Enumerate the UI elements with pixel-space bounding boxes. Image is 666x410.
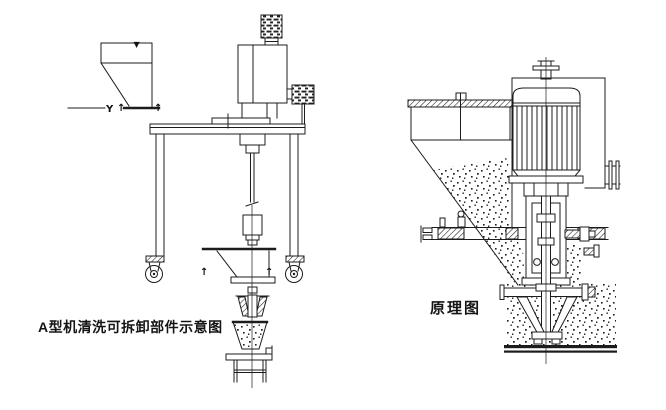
flow-up-arrow-icon: ↑ [154, 103, 162, 114]
base-plate [504, 345, 617, 353]
left-figure: ▼ Y ↑ ↑ [67, 14, 315, 388]
motor-enclosure [511, 77, 621, 228]
spindle-shaft [239, 133, 266, 246]
down-pointer-icon: ▼ [134, 40, 141, 49]
hopper-section [407, 92, 519, 286]
funnel-part: ↑ ↑ [200, 247, 277, 284]
cooling-fins [516, 105, 578, 171]
knurled-top-knob [260, 14, 283, 39]
side-bolt [564, 226, 596, 242]
ball-bearing-right [551, 258, 559, 266]
right-figure [407, 57, 621, 364]
ball-bearing-left [533, 258, 541, 266]
y-marker-label: Y [105, 104, 114, 115]
left-figure-caption: A型机清洗可拆卸部件示意图 [38, 319, 223, 335]
discharge-cone [516, 296, 578, 345]
lower-side-bolt [583, 244, 600, 258]
feed-hopper: ▼ Y ↑ ↑ [67, 40, 162, 115]
side-pipe-flange [604, 160, 621, 190]
base-stand-part [225, 345, 273, 383]
impeller-part [235, 294, 270, 318]
grinding-cone-part [233, 322, 267, 349]
motor-assembly [211, 14, 315, 129]
motor-body [237, 44, 288, 104]
caster-wheel-right [285, 255, 305, 283]
spray-up-arrow-icon: ↑ [200, 267, 208, 278]
knurled-side-knob [291, 84, 315, 105]
eye-bolt [457, 210, 465, 218]
spacer-part [247, 286, 258, 294]
exploded-parts: ↑ ↑ [200, 205, 277, 388]
bearing-housing [521, 195, 600, 286]
hopper-slant-wall [410, 139, 519, 286]
spray-up-arrow-icon: ↑ [265, 267, 273, 278]
right-figure-caption: 原理图 [430, 300, 482, 317]
stand-frame [145, 123, 306, 283]
caster-wheel-left [145, 255, 165, 283]
flow-up-arrow-icon: ↑ [117, 103, 125, 114]
shaft-block [242, 214, 263, 236]
